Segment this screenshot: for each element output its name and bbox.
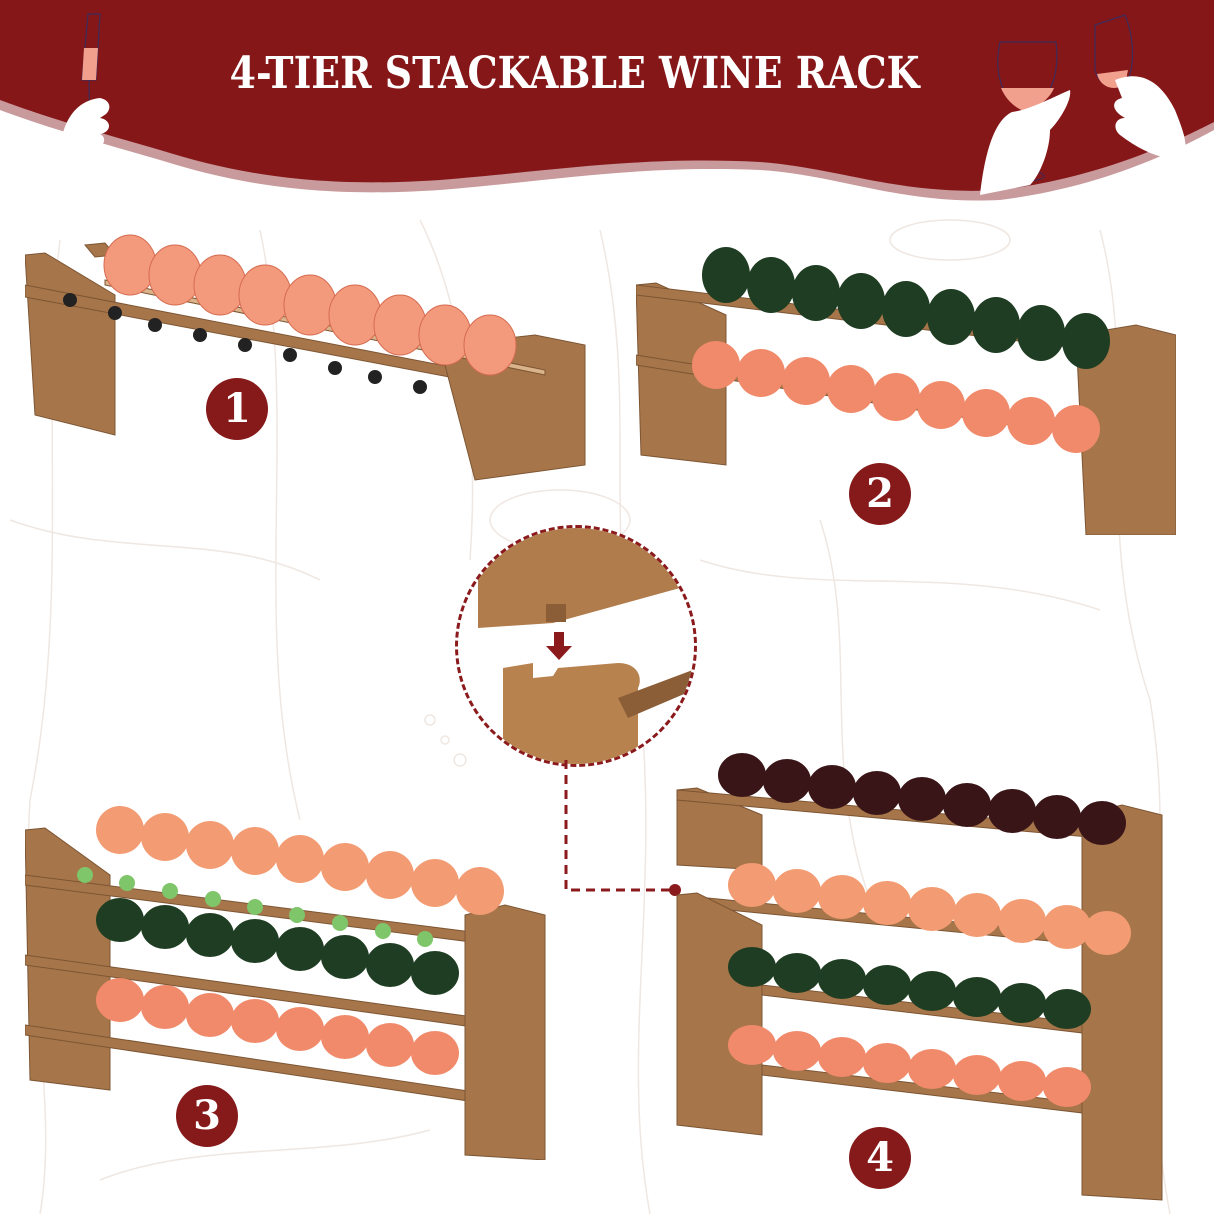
step-badge-2: 2 — [849, 463, 911, 525]
header-banner — [0, 0, 1214, 201]
step-badge-4: 4 — [849, 1127, 911, 1189]
callout-connector-line — [564, 760, 681, 896]
joint-detail-callout — [455, 525, 697, 767]
page-title: 4-TIER STACKABLE WINE RACK — [229, 48, 920, 99]
step-badge-1: 1 — [206, 378, 268, 440]
bottle-row — [63, 234, 517, 394]
rack-step-1-image — [25, 234, 586, 481]
rack-step-2-image — [636, 247, 1176, 535]
step-badge-3: 3 — [176, 1085, 238, 1147]
down-arrow-icon — [546, 632, 572, 660]
joint-detail-image — [478, 528, 694, 764]
rack-step-4-image — [676, 753, 1163, 1201]
rack-step-3-image — [25, 806, 546, 1160]
wine-glasses-toast-icon — [980, 14, 1186, 195]
champagne-flute-icon — [60, 13, 110, 155]
